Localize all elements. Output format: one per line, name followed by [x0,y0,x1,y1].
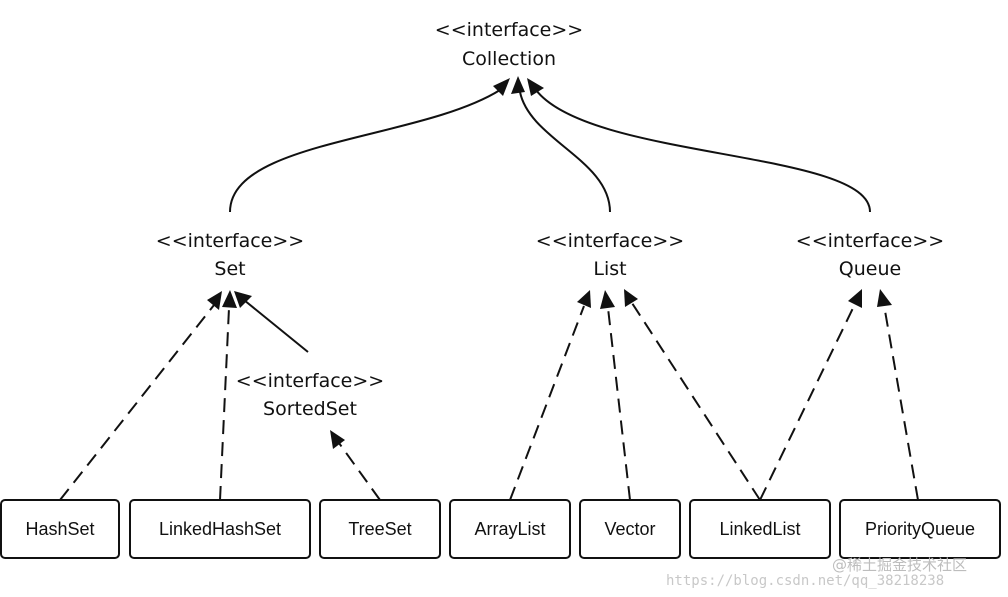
stereotype-label: <<interface>> [536,230,684,252]
watermark-url: https://blog.csdn.net/qq_38218238 [666,573,944,589]
class-box [579,499,681,559]
stereotype-label: <<interface>> [156,230,304,252]
edge-treeset-to-sortedset [338,442,381,501]
edge-sortedset-to-set [243,299,309,353]
arrowhead-hashset-set [207,291,222,310]
interface-name: Queue [839,258,901,280]
class-name: Vector [604,519,655,539]
arrowhead-set-collection [493,78,510,96]
arrowhead-list-collection [511,76,525,94]
edge-list-to-collection [519,91,611,213]
class-box [689,499,831,559]
interface-name: List [593,258,626,280]
class-linkedlist: LinkedList [689,499,831,559]
class-box [0,499,120,559]
class-name: PriorityQueue [865,519,975,539]
interface-list: <<interface>> List [536,230,684,280]
interface-collection: <<interface>> Collection [435,19,583,70]
class-arraylist: ArrayList [449,499,571,559]
class-name: LinkedList [719,519,800,539]
interface-name: Collection [462,48,556,70]
class-linkedhashset: LinkedHashSet [129,499,311,559]
class-hashset: HashSet [0,499,120,559]
arrowhead-priorityqueue-queue [877,289,892,307]
arrowhead-vector-list [600,290,615,309]
edge-linkedlist-to-list [631,302,761,501]
class-priorityqueue: PriorityQueue [839,499,1001,559]
class-box [839,499,1001,559]
edge-linkedhashset-to-set [219,307,230,501]
arrowhead-treeset-sortedset [330,430,345,449]
edge-priorityqueue-to-queue [883,304,919,501]
edge-set-to-collection [229,89,501,213]
stereotype-label: <<interface>> [435,19,583,41]
class-box [449,499,571,559]
watermark-community: @稀土掘金技术社区 [832,556,967,574]
class-name: TreeSet [348,519,411,539]
edge-hashset-to-set [59,304,215,501]
class-box [319,499,441,559]
stereotype-label: <<interface>> [236,370,384,392]
arrowhead-sortedset-set [234,291,252,308]
arrowhead-linkedhashset-set [222,290,237,308]
class-treeset: TreeSet [319,499,441,559]
arrowhead-arraylist-list [577,290,591,308]
interface-name: SortedSet [263,398,357,420]
edge-linkedlist-to-queue [759,303,856,501]
edge-vector-to-list [607,307,631,501]
interface-queue: <<interface>> Queue [796,230,944,280]
class-name: ArrayList [474,519,545,539]
edge-arraylist-to-list [509,305,585,501]
arrowhead-linkedlist-list [624,289,638,307]
class-vector: Vector [579,499,681,559]
edge-queue-to-collection [535,89,871,213]
arrowhead-linkedlist-queue [848,289,862,308]
class-name: HashSet [25,519,94,539]
interface-sortedset: <<interface>> SortedSet [236,370,384,420]
class-name: LinkedHashSet [159,519,281,539]
class-box [129,499,311,559]
arrowhead-queue-collection [527,78,544,96]
stereotype-label: <<interface>> [796,230,944,252]
interface-set: <<interface>> Set [156,230,304,280]
interface-name: Set [214,258,245,280]
